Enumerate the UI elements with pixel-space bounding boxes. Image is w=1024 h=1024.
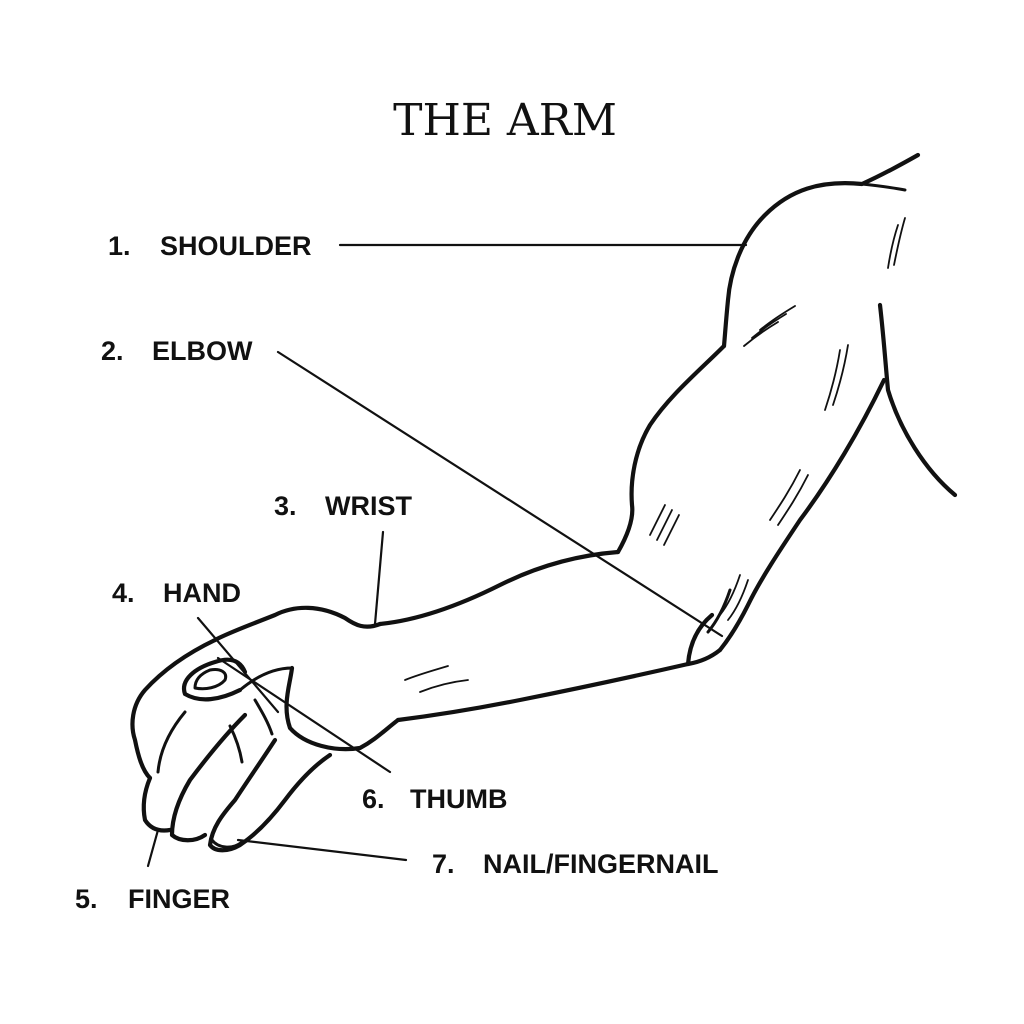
leader-hand xyxy=(196,616,280,714)
knuckle-line-2 xyxy=(228,724,244,764)
label-finger: 5. FINGER xyxy=(75,884,230,914)
label-number: 2. xyxy=(101,336,124,366)
shoulder-tip xyxy=(860,182,907,192)
index-finger-inner xyxy=(156,710,187,774)
shoulder-outline xyxy=(721,152,921,349)
hatch-upper-arm-3 xyxy=(649,504,680,546)
leader-finger xyxy=(146,828,160,868)
hatch-forearm xyxy=(404,665,469,693)
label-number: 4. xyxy=(112,578,135,608)
thumb-nail xyxy=(193,668,228,691)
label-text: SHOULDER xyxy=(160,231,312,261)
diagram-title: THE ARM xyxy=(393,95,617,146)
label-hand: 4. HAND xyxy=(112,578,241,608)
hatch-upper-arm-1 xyxy=(743,305,796,347)
wrist-outline xyxy=(212,605,383,643)
label-wrist: 3. WRIST xyxy=(274,491,412,521)
ring-finger xyxy=(169,712,248,843)
elbow-crease xyxy=(706,588,732,634)
label-text: HAND xyxy=(163,578,241,608)
upper-arm-bottom-outline xyxy=(717,377,887,653)
little-finger xyxy=(207,737,333,853)
leader-wrist xyxy=(373,530,385,626)
label-shoulder: 1. SHOULDER xyxy=(108,231,312,261)
leader-nail xyxy=(236,838,408,862)
hatch-shoulder xyxy=(887,217,906,269)
label-text: ELBOW xyxy=(152,336,253,366)
thumb-outline xyxy=(181,657,248,702)
label-text: FINGER xyxy=(128,884,230,914)
label-number: 1. xyxy=(108,231,131,261)
label-number: 5. xyxy=(75,884,98,914)
knuckle-line-1 xyxy=(253,698,274,736)
label-thumb: 6. THUMB xyxy=(362,784,507,814)
upper-arm-top-outline xyxy=(615,343,727,555)
hand-palm-outline xyxy=(284,665,401,752)
arm-illustration xyxy=(130,152,958,853)
label-text: WRIST xyxy=(325,491,412,521)
label-text: THUMB xyxy=(410,784,507,814)
hatch-upper-arm-4 xyxy=(769,469,809,526)
hatch-elbow xyxy=(719,574,749,621)
index-finger xyxy=(130,637,218,781)
label-number: 7. xyxy=(432,849,455,879)
middle-finger xyxy=(141,775,173,833)
label-number: 3. xyxy=(274,491,297,521)
leader-elbow xyxy=(276,350,724,638)
leader-lines xyxy=(146,243,748,868)
leader-thumb xyxy=(216,656,392,774)
label-number: 6. xyxy=(362,784,385,814)
armpit-outline xyxy=(877,302,958,498)
forearm-bottom-outline xyxy=(395,661,691,723)
label-nail: 7. NAIL/FINGERNAIL xyxy=(432,849,719,879)
label-elbow: 2. ELBOW xyxy=(101,336,253,366)
part-labels: 1. SHOULDER 2. ELBOW 3. WRIST 4. HAND 5.… xyxy=(75,231,719,914)
fingernail xyxy=(210,838,244,849)
thumb-base xyxy=(238,666,294,692)
label-text: NAIL/FINGERNAIL xyxy=(483,849,719,879)
hatch-upper-arm-2 xyxy=(824,344,849,411)
forearm-top-outline xyxy=(377,549,621,627)
